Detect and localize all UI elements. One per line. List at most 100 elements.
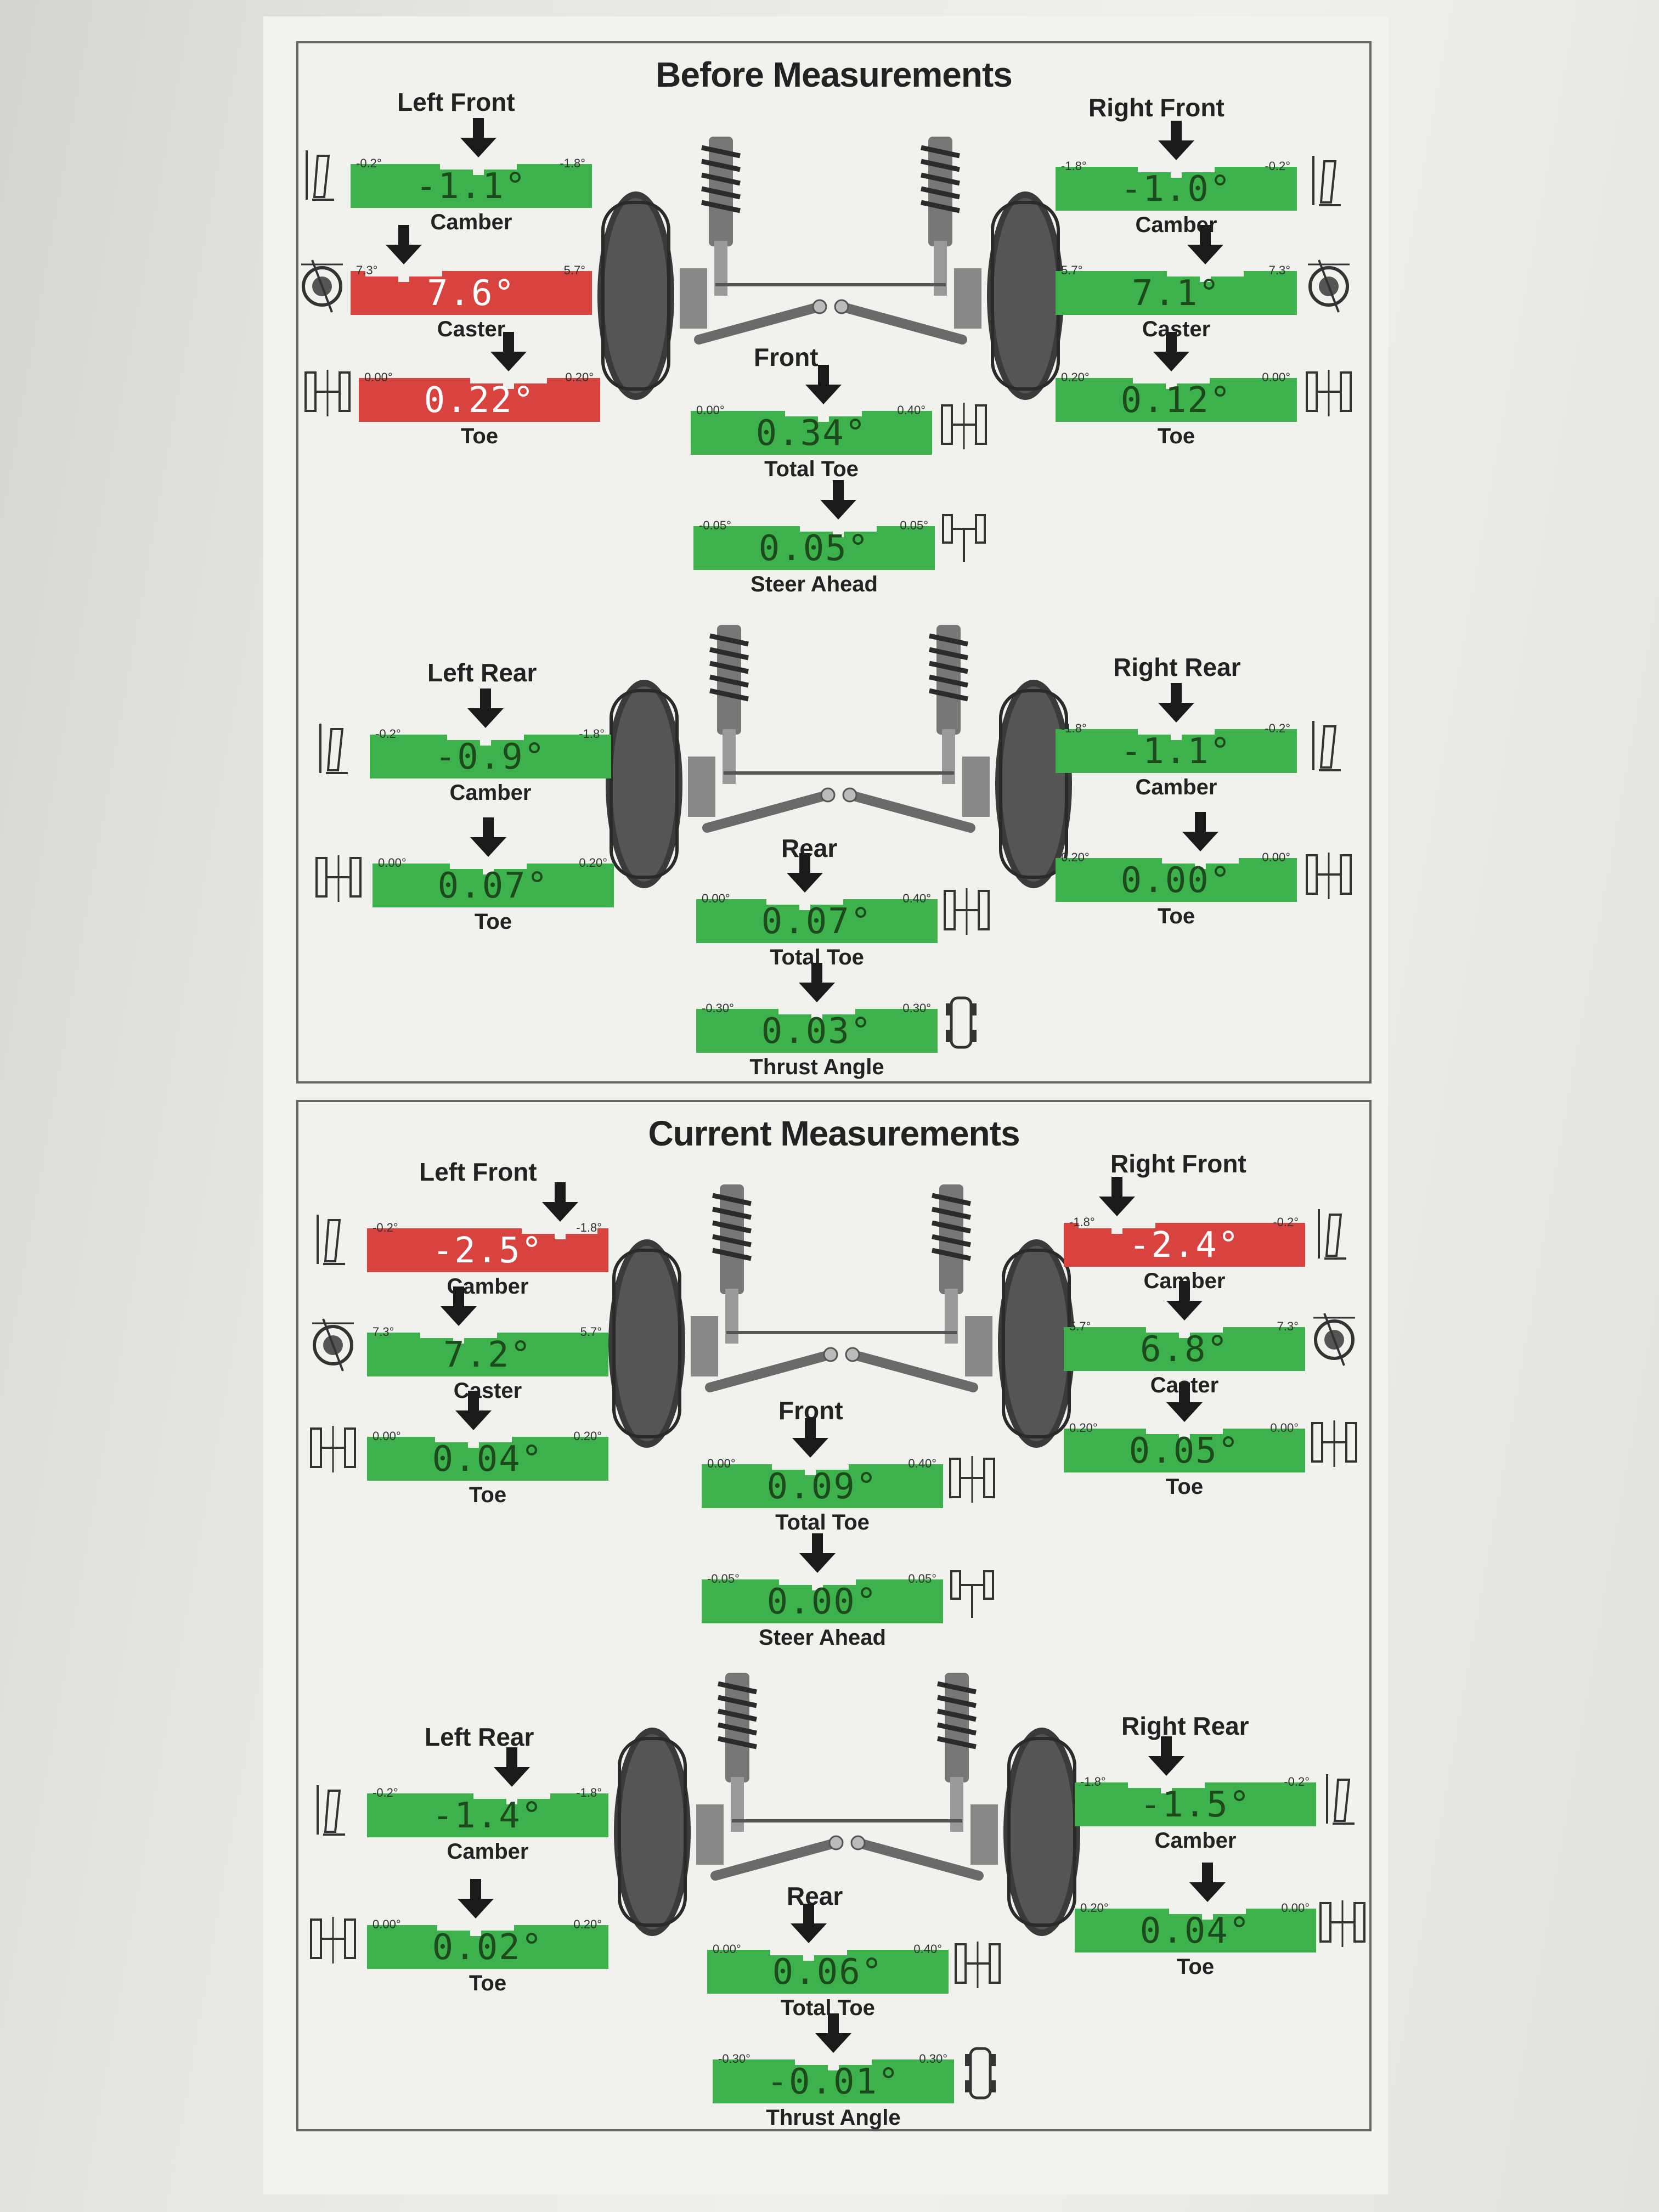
gauge-bar [1064,1429,1305,1472]
toe-axle-icon [310,1917,356,1963]
left-front-camber-gauge: -0.2°-1.8°-2.5°Camber [367,1182,608,1300]
gauge-max-label: 0.30° [919,2052,947,2066]
gauge-fill [707,1950,949,1994]
pointer-arrow-icon [470,817,506,857]
gauge-bar [367,1437,608,1481]
alignment-printout: Before Measurements [263,16,1388,2194]
gauge-max-label: 0.40° [902,891,931,905]
gauge-max-label: 0.20° [573,1429,602,1443]
gauge-max-label: 7.3° [1277,1319,1299,1333]
gauge-caption: Steer Ahead [759,1626,886,1650]
gauge-reading: 0.04° [1139,1911,1251,1951]
gauge-max-label: -1.8° [560,156,585,170]
gauge-caption: Caster [437,317,506,341]
gauge-max-label: 5.7° [580,1325,602,1339]
pointer-arrow-icon [805,365,842,404]
gauge-caption: Camber [449,781,532,805]
gauge-max-label: 0.30° [902,1001,931,1015]
gauge-bar [713,2059,954,2103]
gauge-caption: Caster [453,1379,522,1403]
gauge-caption: Camber [1135,213,1217,237]
gauge-caption: Thrust Angle [766,2106,901,2130]
pointer-arrow-icon [458,1879,494,1918]
gauge-fill [691,411,932,455]
gauge-max-label: 0.00° [1262,850,1290,864]
total-toe-axle-icon [941,403,987,449]
camber-icon [1318,1209,1346,1260]
gauge-fill [1064,1327,1305,1371]
panel-title: Before Measurements [656,55,1013,94]
gauge-min-label: 5.7° [1069,1319,1091,1333]
gauge-bar [1064,1223,1305,1267]
gauge-reading: -1.0° [1120,169,1232,210]
gauge-reading: 0.34° [755,413,867,454]
camber-icon [1312,721,1341,771]
gauge-reading: 0.06° [772,1952,884,1993]
right-rear-camber-gauge: -1.8°-0.2°-1.5°Camber [1075,1736,1316,1854]
left-front-label: Left Front [397,88,515,116]
camber-icon [319,724,348,774]
gauge-bar [1064,1327,1305,1371]
gauge-min-label: 7.3° [356,263,378,277]
before-measurements-panel: Before Measurements [296,41,1372,1084]
gauge-reading: 0.00° [1120,860,1232,901]
thrust-angle-gauge: -0.30° 0.30° -0.01° Thrust Angle [713,2013,954,2131]
gauge-reading: 0.22° [424,380,535,421]
gauge-fill [359,378,600,422]
gauge-bar [367,1925,608,1969]
gauge-min-label: 0.00° [373,1917,401,1931]
left-rear-camber-gauge: -0.2°-1.8°-1.4°Camber [367,1747,608,1865]
right-front-camber-gauge: -1.8°-0.2°-2.4°Camber [1064,1177,1305,1294]
gauge-caption: Total Toe [764,457,859,481]
gauge-bar [691,411,932,455]
gauge-caption: Toe [1165,1475,1204,1499]
gauge-fill [367,1333,608,1376]
gauge-reading: -1.1° [1120,731,1232,772]
gauge-reading: -1.1° [415,166,527,207]
front-suspension-illustration [597,137,1064,400]
gauge-bar [702,1464,943,1508]
right-front-toe-gauge: 0.20°0.00°0.05°Toe [1064,1383,1305,1500]
gauge-caption: Toe [469,1483,507,1507]
gauge-bar [693,526,935,570]
gauge-min-label: -0.30° [718,2052,751,2066]
right-rear-camber-gauge: -1.8°-0.2°-1.1°Camber [1056,683,1297,800]
left-front-toe-gauge: 0.00°0.20°0.04°Toe [367,1391,608,1508]
pointer-arrow-icon [799,1533,836,1573]
gauge-min-label: -0.05° [707,1572,740,1585]
pointer-arrow-icon [791,1904,827,1943]
gauge-reading: -2.4° [1128,1225,1240,1266]
gauge-reading: 0.07° [761,901,873,942]
gauge-reading: 0.00° [766,1582,878,1622]
gauge-max-label: 0.20° [573,1917,602,1931]
pointer-arrow-icon [542,1182,578,1222]
camber-icon [317,1785,345,1836]
pointer-arrow-icon [494,1747,530,1787]
toe-axle-icon [1306,853,1352,899]
left-rear-toe-gauge: 0.00°0.20°0.07°Toe [373,817,614,935]
gauge-bar [367,1793,608,1837]
gauge-bar [359,378,600,422]
gauge-bar [1056,378,1297,422]
rear-suspension-illustration [606,625,1072,888]
thrust-car-icon [965,2047,996,2100]
gauge-reading: -0.01° [766,2062,900,2102]
pointer-arrow-icon [460,118,496,157]
gauge-max-label: 0.20° [565,370,594,384]
front-suspension-illustration [608,1184,1075,1448]
gauge-caption: Toe [460,424,499,448]
gauge-caption: Toe [474,910,512,934]
gauge-max-label: -1.8° [576,1221,602,1234]
steer-ahead-gauge: -0.05°0.05°0.00°Steer Ahead [702,1533,943,1651]
caster-wheel-icon [312,1318,354,1372]
gauge-reading: 0.04° [432,1439,544,1480]
gauge-bar [351,271,592,315]
left-rear-label: Left Rear [427,658,537,687]
pointer-arrow-icon [441,1286,477,1326]
right-front-camber-gauge: -1.8°-0.2°-1.0°Camber [1056,121,1297,238]
gauge-max-label: -0.2° [1273,1215,1299,1229]
gauge-bar [1075,1782,1316,1826]
caster-wheel-icon [1308,259,1350,313]
gauge-fill [696,899,938,943]
gauge-fill [1056,858,1297,902]
